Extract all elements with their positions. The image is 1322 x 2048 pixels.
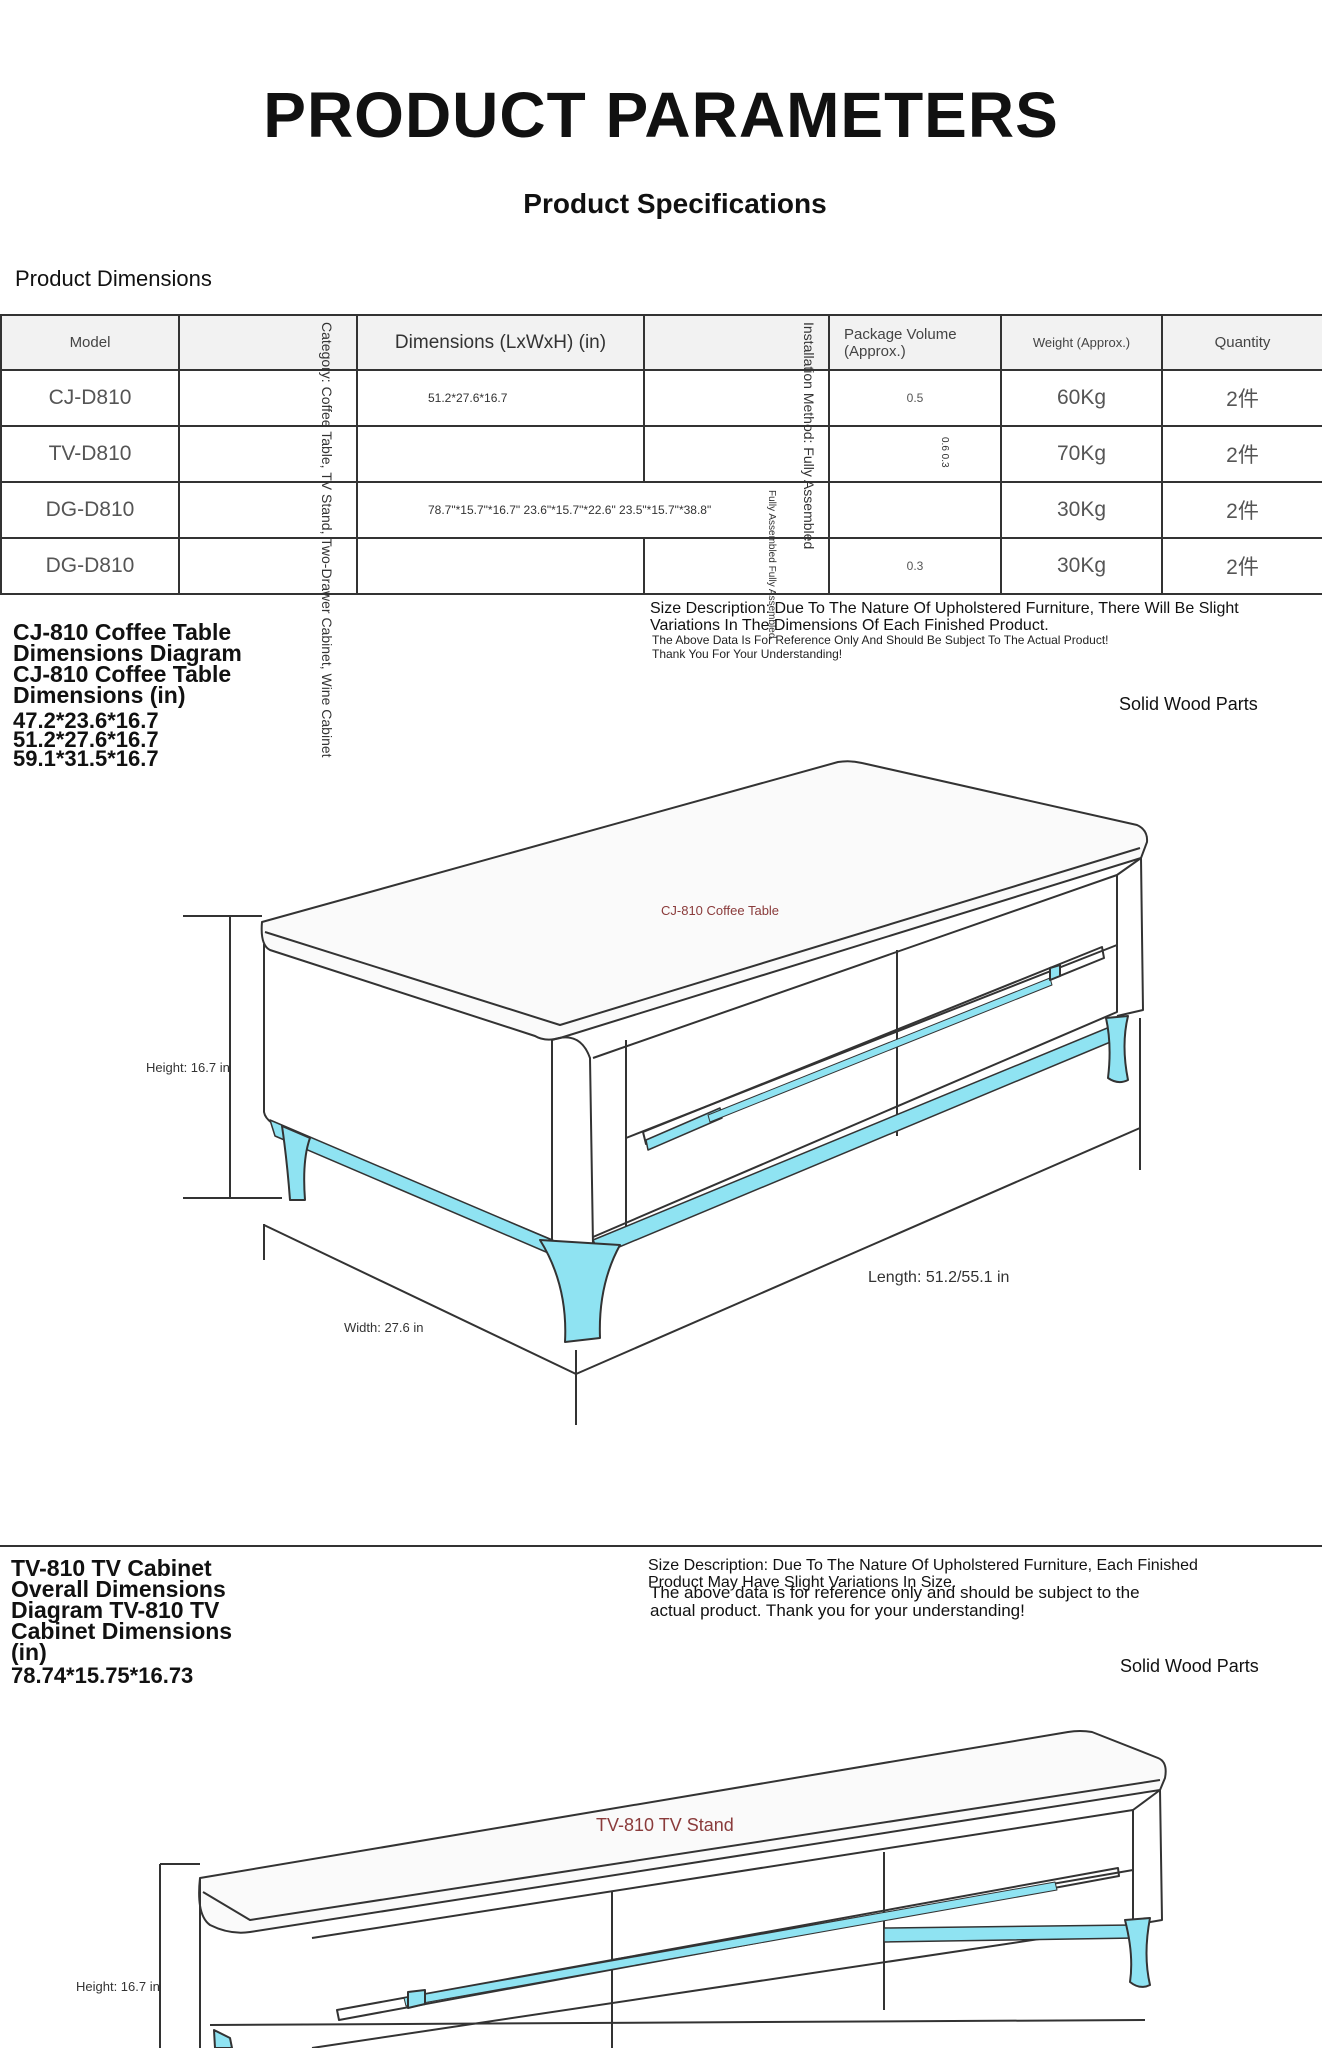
header-blank-2 [643, 314, 830, 371]
cell-model: DG-D810 [0, 481, 180, 539]
category-vertical-text: Category: Coffee Table, TV Stand, Two-Dr… [319, 322, 335, 758]
cell-weight: 70Kg [1000, 425, 1163, 483]
section-divider [0, 1545, 1322, 1547]
header-blank-1 [178, 314, 358, 371]
cell-package-volume: 0.3 [828, 537, 1002, 595]
coffee-size-2: 51.2*27.6*16.7 [13, 727, 159, 752]
table-row: DG-D810 0.3 30Kg 2件 [0, 537, 1322, 595]
coffee-table-section-title: CJ-810 Coffee Table Dimensions Diagram C… [13, 619, 242, 708]
coffee-solid-wood-label: Solid Wood Parts [1119, 694, 1258, 714]
tv-size-note: Size Description: Due To The Nature Of U… [648, 1557, 1198, 1591]
coffee-length-label: Length: 51.2/55.1 in [868, 1269, 1010, 1286]
coffee-product-name: CJ-810 Coffee Table [661, 903, 780, 918]
header-dimensions: Dimensions (LxWxH) (in) [356, 314, 645, 371]
header-weight: Weight (Approx.) [1000, 314, 1163, 371]
tv-stand-drawing [159, 1730, 1167, 2048]
installation-vertical-text: Installation Method: Fully Assembled [801, 322, 817, 550]
tv-product-name: TV-810 TV Stand [596, 1815, 734, 1835]
cell-model: DG-D810 [0, 537, 180, 595]
coffee-table-drawing [183, 760, 1149, 1425]
tv-solid-wood-label: Solid Wood Parts [1120, 1656, 1259, 1676]
assembled-vertical-text: Fully Assembled Fully Assembled [766, 490, 777, 639]
cell-dimensions: 51.2*27.6*16.7 [356, 369, 645, 427]
cell-blank [643, 425, 830, 483]
cell-model: TV-D810 [0, 425, 180, 483]
table-row: TV-D810 0.6 0.3 70Kg 2件 [0, 425, 1322, 483]
cell-quantity: 2件 [1161, 369, 1322, 427]
spec-table: Model Dimensions (LxWxH) (in) Package Vo… [0, 314, 1322, 595]
tv-cabinet-section-title: TV-810 TV Cabinet Overall Dimensions Dia… [11, 1555, 233, 1665]
cell-weight: 60Kg [1000, 369, 1163, 427]
table-header-row: Model Dimensions (LxWxH) (in) Package Vo… [0, 314, 1322, 371]
cell-package-volume: 0.5 [828, 369, 1002, 427]
cell-quantity: 2件 [1161, 537, 1322, 595]
cell-dimensions [356, 425, 645, 483]
coffee-size-3: 59.1*31.5*16.7 [13, 746, 159, 771]
cell-weight: 30Kg [1000, 481, 1163, 539]
header-model: Model [0, 314, 180, 371]
cell-quantity: 2件 [1161, 425, 1322, 483]
page-title: PRODUCT PARAMETERS [263, 79, 1059, 151]
cell-package-volume: 0.6 0.3 [828, 425, 1002, 483]
tv-cabinet-size: 78.74*15.75*16.73 [11, 1663, 194, 1688]
cell-blank [178, 481, 358, 539]
header-package-volume: Package Volume (Approx.) [828, 314, 1002, 371]
dimensions-label: Product Dimensions [15, 266, 212, 291]
package-volume-vertical: 0.6 0.3 [939, 437, 950, 468]
cell-blank [178, 537, 358, 595]
table-row: DG-D810 78.7"*15.7"*16.7" 23.6"*15.7"*22… [0, 481, 1322, 539]
tv-height-label: Height: 16.7 in [76, 1979, 160, 1994]
tv-size-note-sub: The above data is for reference only and… [650, 1583, 1140, 1620]
cell-model: CJ-D810 [0, 369, 180, 427]
coffee-size-note-sub: The Above Data Is For Reference Only And… [652, 633, 1109, 661]
coffee-table-sizes: 47.2*23.6*16.7 51.2*27.6*16.7 59.1*31.5*… [13, 708, 159, 771]
cell-blank [178, 369, 358, 427]
cell-dimensions [356, 537, 645, 595]
coffee-size-1: 47.2*23.6*16.7 [13, 708, 159, 733]
cell-quantity: 2件 [1161, 481, 1322, 539]
cell-blank [643, 537, 830, 595]
cell-dimensions: 78.7"*15.7"*16.7" 23.6"*15.7"*22.6" 23.5… [356, 481, 830, 539]
header-quantity: Quantity [1161, 314, 1322, 371]
coffee-height-label: Height: 16.7 in [146, 1060, 230, 1075]
coffee-size-note: Size Description: Due To The Nature Of U… [650, 600, 1239, 634]
cell-blank [178, 425, 358, 483]
cell-weight: 30Kg [1000, 537, 1163, 595]
coffee-width-label: Width: 27.6 in [344, 1320, 424, 1335]
page-subtitle: Product Specifications [523, 188, 827, 219]
cell-package-volume [828, 481, 1002, 539]
table-row: CJ-D810 51.2*27.6*16.7 0.5 60Kg 2件 [0, 369, 1322, 427]
cell-blank [643, 369, 830, 427]
